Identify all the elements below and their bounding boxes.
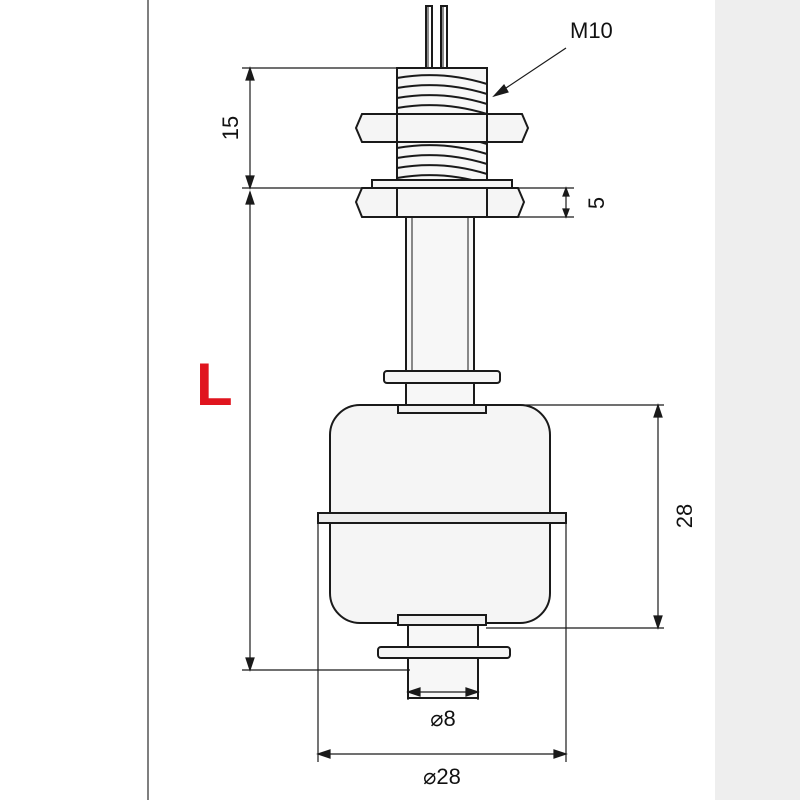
- float-body: [317, 404, 567, 626]
- stem-diameter-label: ⌀8: [430, 706, 455, 731]
- part-outline: [317, 5, 567, 699]
- nut-height-label: 5: [584, 197, 609, 209]
- right-band: [715, 0, 800, 800]
- upper-stop-ring: [383, 370, 501, 384]
- length-symbol-label: L: [196, 351, 233, 418]
- dimension-lines: [242, 47, 664, 762]
- thread-spec-label: M10: [570, 18, 613, 43]
- float-diameter-label: ⌀28: [423, 764, 461, 789]
- lower-stop-ring: [377, 646, 511, 659]
- washer: [371, 179, 513, 189]
- stem-bottom: [407, 624, 479, 648]
- thread-height-label: 15: [218, 116, 243, 140]
- guide-stem: [405, 216, 475, 378]
- lower-hex-nut: [354, 187, 526, 218]
- left-margin: [0, 0, 148, 800]
- float-height-label: 28: [672, 504, 697, 528]
- upper-hex-nut: [354, 113, 530, 143]
- wire-leads: [425, 5, 448, 69]
- stem-lower-segment: [405, 382, 475, 406]
